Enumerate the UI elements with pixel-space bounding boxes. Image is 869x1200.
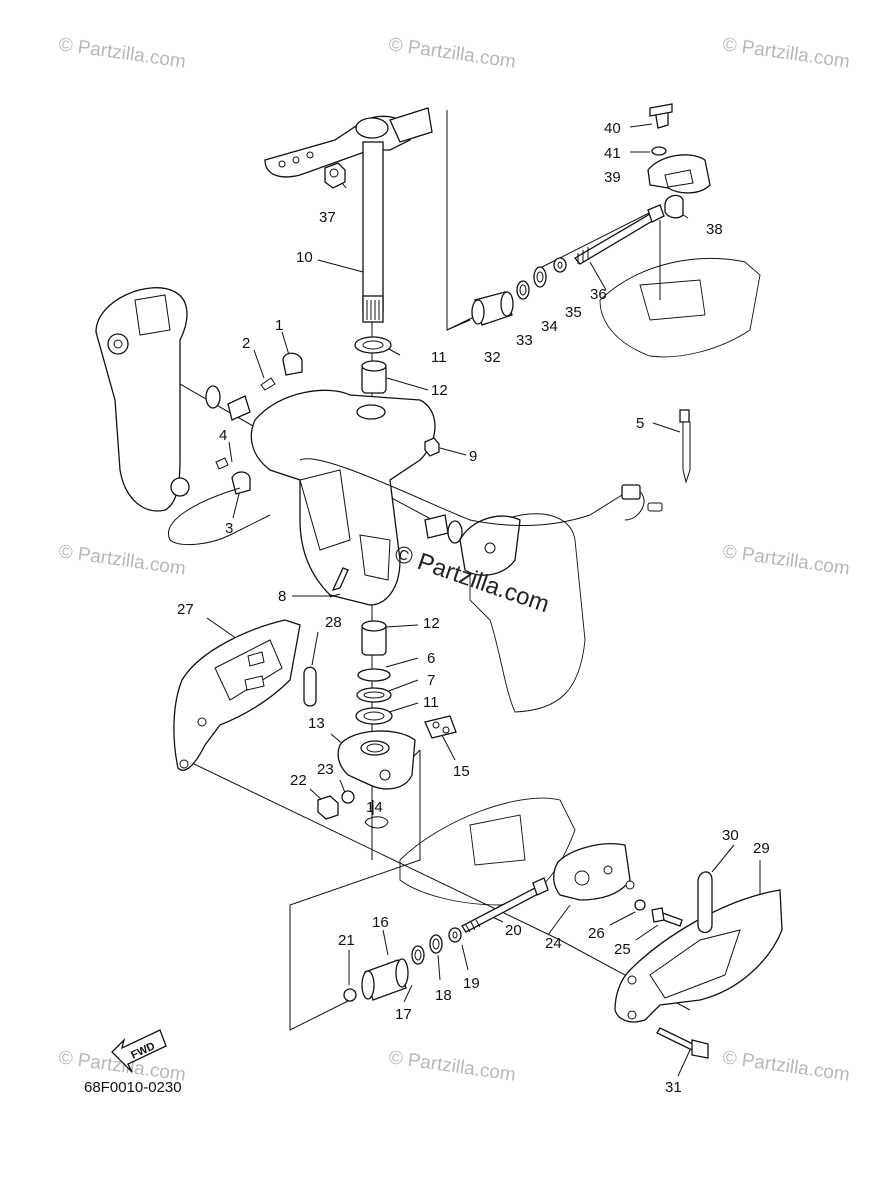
clamp-bracket-upper-right-inner — [639, 279, 706, 321]
part-label-39: 39 — [604, 169, 621, 186]
leader-lines — [111, 110, 761, 1077]
lower-bushing-set — [355, 620, 393, 725]
part-label-12-lower: 12 — [423, 615, 440, 632]
part-label-11-upper: 11 — [431, 349, 447, 366]
part-label-1: 1 — [275, 317, 283, 334]
part-label-21: 21 — [338, 932, 355, 949]
watermark-bottom-center: © Partzilla.com — [387, 1047, 517, 1086]
lower-mount-set — [343, 927, 462, 1002]
part-label-37: 37 — [319, 209, 336, 226]
part-label-18: 18 — [435, 987, 452, 1004]
part-label-27: 27 — [177, 601, 194, 618]
part-label-16: 16 — [372, 914, 389, 931]
part-label-28: 28 — [325, 614, 342, 631]
lower-arm-13 — [337, 730, 416, 790]
part-label-36: 36 — [590, 286, 607, 303]
part-label-22: 22 — [290, 772, 307, 789]
upper-mount-set — [471, 204, 665, 326]
lower-cover-27 — [173, 619, 317, 771]
upper-bushing-set — [354, 336, 392, 394]
drawing-code: 68F0010-0230 — [84, 1079, 182, 1096]
lower-cover-29 — [614, 871, 783, 1023]
wire-harness — [167, 458, 663, 545]
part-label-8: 8 — [278, 588, 286, 605]
part-label-25: 25 — [614, 941, 631, 958]
part-label-5: 5 — [636, 415, 644, 432]
bolt-washer-25-26 — [634, 899, 683, 927]
part-label-41: 41 — [604, 145, 621, 162]
part-label-4: 4 — [219, 427, 227, 444]
part-label-20: 20 — [505, 922, 522, 939]
part-label-29: 29 — [753, 840, 770, 857]
ghost-outlines — [399, 257, 761, 906]
part-label-23: 23 — [317, 761, 334, 778]
part-label-24: 24 — [545, 935, 562, 952]
part-label-33: 33 — [516, 332, 533, 349]
circlip-nut-washer — [317, 790, 389, 829]
stopper-15 — [424, 715, 457, 739]
cable-tie-5 — [679, 409, 691, 484]
watermark-bottom-right: © Partzilla.com — [721, 1047, 851, 1086]
part-label-6: 6 — [427, 650, 435, 667]
bolt-20 — [461, 877, 549, 933]
part-label-13: 13 — [308, 715, 325, 732]
part-label-10: 10 — [296, 249, 313, 266]
watermark-top-left: © Partzilla.com — [57, 34, 187, 73]
part-label-2: 2 — [242, 335, 250, 352]
steering-arm-shaft — [264, 107, 433, 323]
part-label-12-upper: 12 — [431, 382, 448, 399]
watermark-top-center: © Partzilla.com — [387, 34, 517, 73]
part-labels: 1 2 3 4 5 6 7 8 9 10 11 11 12 12 13 14 1… — [177, 120, 770, 1096]
part-label-26: 26 — [588, 925, 605, 942]
clip-screw-1-2 — [260, 352, 303, 391]
part-label-19: 19 — [463, 975, 480, 992]
part-label-14: 14 — [366, 799, 383, 816]
part-label-31: 31 — [665, 1079, 682, 1096]
part-label-3: 3 — [225, 520, 233, 537]
part-label-7: 7 — [427, 672, 435, 689]
part-label-38: 38 — [706, 221, 723, 238]
upper-cap-set — [647, 103, 711, 219]
watermark-top-right: © Partzilla.com — [721, 34, 851, 73]
bolt-31 — [656, 1027, 709, 1059]
part-label-32: 32 — [484, 349, 501, 366]
part-label-9: 9 — [469, 448, 477, 465]
part-label-40: 40 — [604, 120, 621, 137]
nut-9 — [424, 437, 440, 457]
swivel-body — [95, 287, 521, 606]
clip-screw-3-4 — [215, 457, 251, 495]
screw-8 — [329, 567, 349, 598]
part-label-17: 17 — [395, 1006, 412, 1023]
watermark-mid-left: © Partzilla.com — [57, 541, 187, 580]
part-label-34: 34 — [541, 318, 558, 335]
part-label-30: 30 — [722, 827, 739, 844]
stern-bracket-lower-inner — [469, 814, 526, 866]
nut-37 — [324, 162, 346, 189]
part-label-15: 15 — [453, 763, 470, 780]
part-label-35: 35 — [565, 304, 582, 321]
lower-bracket-24 — [553, 843, 635, 901]
part-label-11-lower: 11 — [423, 694, 439, 711]
watermark-mid-right: © Partzilla.com — [721, 541, 851, 580]
